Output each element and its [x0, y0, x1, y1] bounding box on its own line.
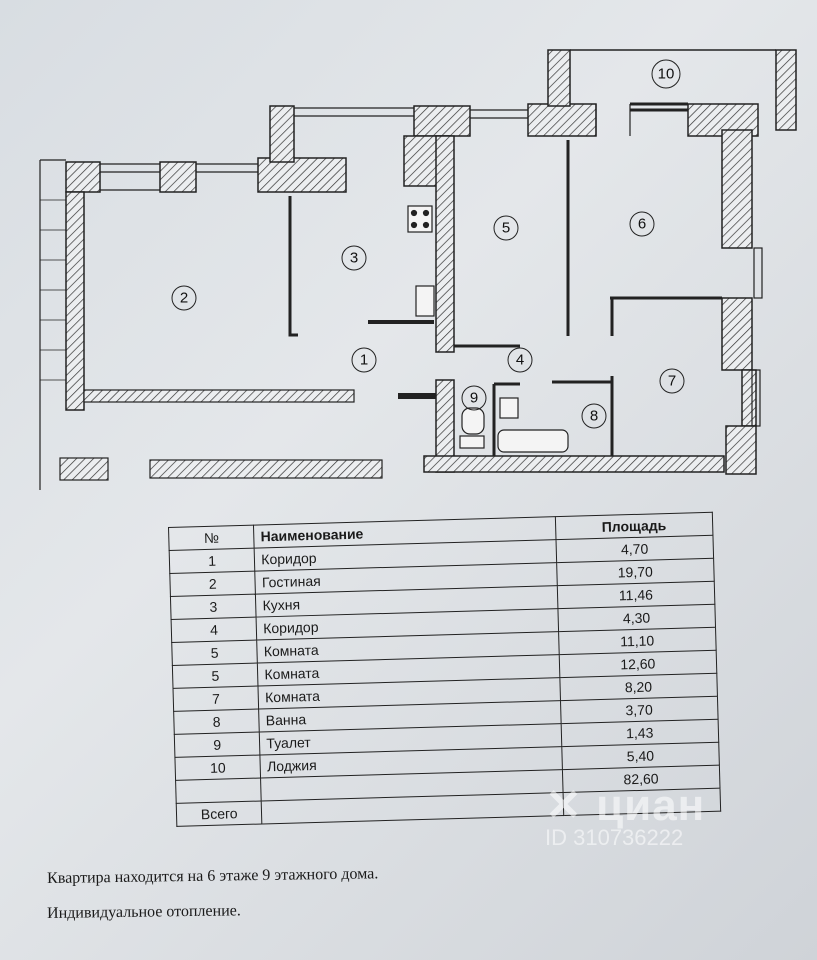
room-number-4: 4 — [516, 352, 524, 369]
cell-num — [175, 778, 262, 804]
room-number-2: 2 — [180, 290, 188, 307]
watermark: ✕ циан ID 310736222 — [545, 780, 705, 851]
header-num: № — [168, 525, 255, 551]
plan-fixtures — [407, 205, 569, 453]
cell-num: 3 — [170, 594, 257, 620]
room-number-1: 1 — [360, 352, 368, 369]
cell-num: 7 — [173, 686, 259, 712]
watermark-id: ID 310736222 — [545, 825, 684, 850]
cell-num: 4 — [171, 617, 258, 643]
room-number-3: 3 — [350, 250, 358, 267]
note-floor: Квартира находится на 6 этаже 9 этажного… — [47, 865, 379, 887]
cell-num: 5 — [172, 663, 259, 689]
note-heating: Индивидуальное отопление. — [47, 902, 241, 922]
room-number-9: 9 — [470, 390, 478, 407]
room-labels — [171, 59, 685, 429]
room-number-6: 6 — [638, 216, 646, 233]
cell-num: 10 — [174, 755, 261, 781]
watermark-logo: ✕ циан — [545, 781, 706, 830]
room-number-10: 10 — [658, 66, 675, 83]
cell-num: 9 — [174, 732, 261, 758]
cell-num: 5 — [171, 640, 258, 666]
room-number-8: 8 — [590, 408, 598, 425]
cell-num: 1 — [169, 548, 256, 574]
plan-walls — [65, 49, 797, 475]
room-number-7: 7 — [668, 373, 676, 390]
cell-num: 8 — [173, 709, 260, 735]
cell-num: 2 — [169, 571, 256, 597]
total-label: Всего — [176, 800, 263, 827]
room-number-5: 5 — [502, 220, 510, 237]
floor-plan: 1 2 3 4 5 6 7 8 9 10 — [39, 49, 797, 490]
plan-lines — [39, 49, 776, 490]
